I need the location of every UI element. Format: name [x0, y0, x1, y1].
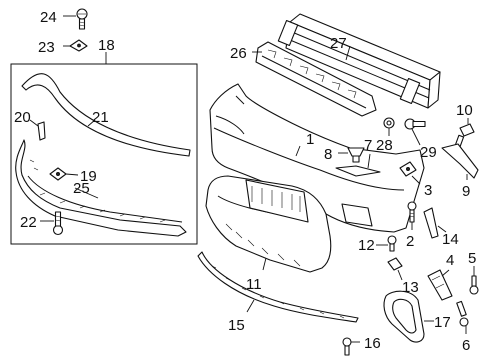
callout-10: 10: [456, 102, 473, 119]
part-12-screw[interactable]: [387, 235, 397, 252]
part-25-lower-lip[interactable]: [15, 139, 187, 237]
part-19-clip[interactable]: [49, 167, 67, 181]
part-16-screw[interactable]: [342, 337, 352, 356]
callout-9: 9: [462, 183, 470, 200]
part-1-bumper-cover[interactable]: [209, 83, 425, 233]
part-28-nut[interactable]: [383, 117, 395, 129]
callout-26: 26: [230, 45, 247, 62]
callout-7: 7: [364, 137, 372, 154]
callout-16: 16: [364, 335, 381, 352]
part-23-clip[interactable]: [69, 39, 88, 52]
callout-2: 2: [406, 233, 414, 250]
part-13-clip[interactable]: [387, 257, 403, 271]
part-26-energy-absorber[interactable]: [255, 41, 377, 117]
part-14-bracket[interactable]: [423, 207, 439, 239]
callout-17: 17: [434, 314, 451, 331]
callout-13: 13: [402, 279, 419, 296]
callout-5: 5: [468, 250, 476, 267]
part-20-bracket[interactable]: [37, 121, 46, 141]
callout-3: 3: [424, 182, 432, 199]
callout-28: 28: [376, 137, 393, 154]
callout-22: 22: [20, 214, 37, 231]
callout-24: 24: [40, 9, 57, 26]
part-8-push-pin[interactable]: [347, 147, 365, 163]
part-21-upper-trim-strip[interactable]: [21, 73, 191, 157]
part-10-bolt[interactable]: [454, 123, 475, 147]
part-3-clip[interactable]: [399, 161, 417, 177]
callout-14: 14: [442, 231, 459, 248]
callout-21: 21: [92, 109, 109, 126]
callout-23: 23: [38, 39, 55, 56]
part-27-bumper-beam[interactable]: [277, 13, 441, 109]
part-17-fog-lamp-bezel[interactable]: [383, 290, 425, 343]
part-24-bolt[interactable]: [76, 8, 88, 30]
callout-18: 18: [98, 37, 115, 54]
callout-29: 29: [420, 144, 437, 161]
callout-15: 15: [228, 317, 245, 334]
callout-4: 4: [446, 252, 454, 269]
part-11-lower-grille[interactable]: [205, 175, 332, 273]
callout-1: 1: [306, 131, 314, 148]
part-7-clip[interactable]: [335, 165, 381, 177]
group-18-inset-box: [10, 63, 198, 245]
part-15-lower-trim-strip[interactable]: [197, 251, 359, 323]
part-9-bracket[interactable]: [441, 143, 479, 179]
callout-11: 11: [246, 276, 262, 293]
callout-20: 20: [14, 109, 31, 126]
part-6-bolt[interactable]: [456, 300, 469, 327]
callout-19: 19: [80, 168, 97, 185]
part-5-screw[interactable]: [469, 275, 479, 295]
callout-27: 27: [330, 35, 347, 52]
part-29-bolt[interactable]: [404, 118, 426, 130]
part-22-bolt[interactable]: [52, 211, 64, 236]
part-4-bracket[interactable]: [427, 269, 453, 301]
callout-8: 8: [324, 146, 332, 163]
callout-6: 6: [462, 337, 470, 354]
callout-12: 12: [358, 237, 375, 254]
callout-25: 25: [73, 180, 90, 197]
